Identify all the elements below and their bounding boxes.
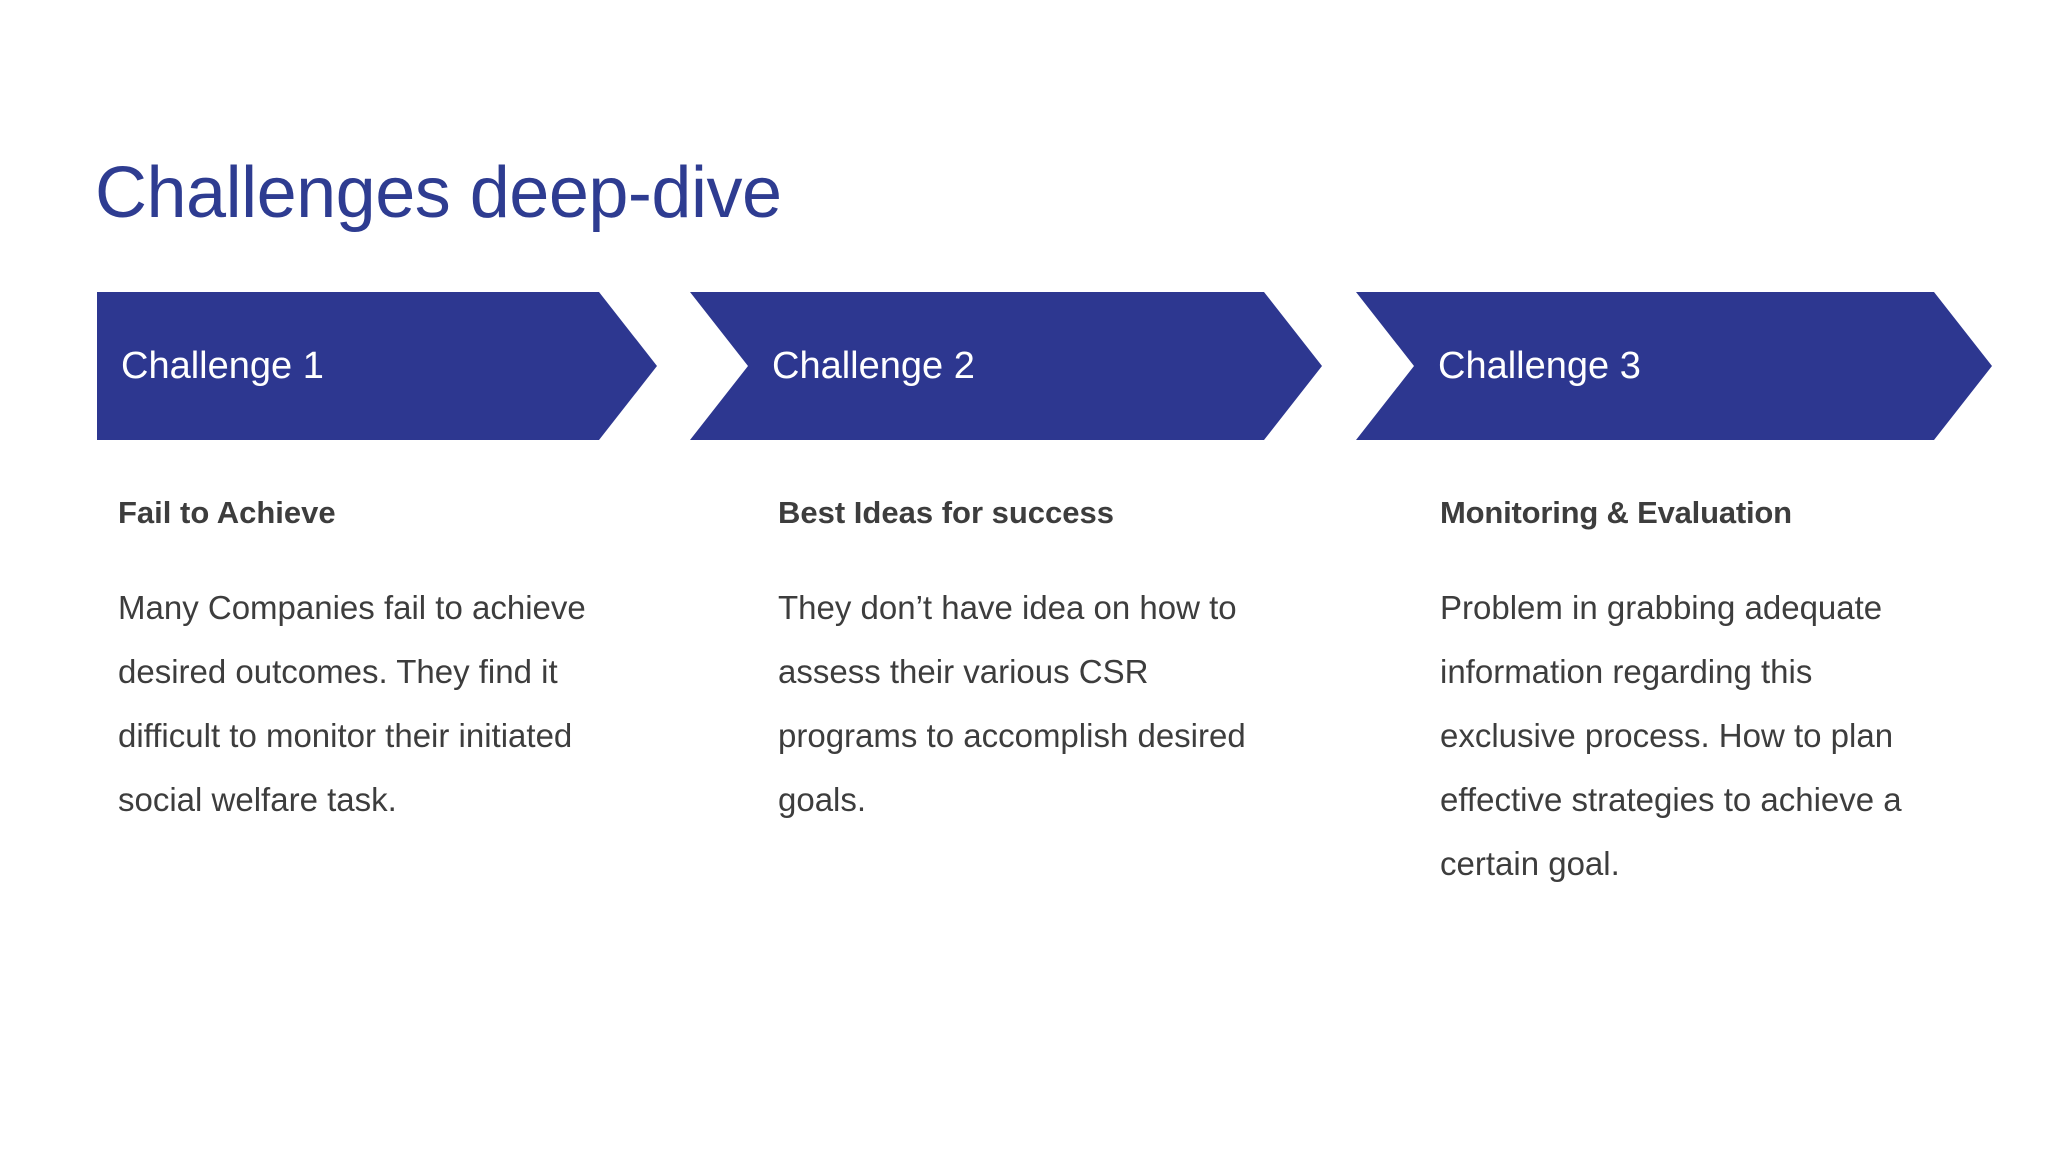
detail-column-2-heading: Best Ideas for success <box>778 495 1115 530</box>
page-title: Challenges deep-dive <box>95 153 782 234</box>
chevron-step-1[interactable]: Challenge 1 <box>97 292 657 440</box>
chevron-step-2[interactable]: Challenge 2 <box>690 292 1322 440</box>
detail-columns: Fail to Achieve Many Companies fail to a… <box>0 494 2048 994</box>
detail-column-3-heading: Monitoring & Evaluation <box>1440 495 1792 530</box>
detail-column-2: Best Ideas for success They don’t have i… <box>778 494 1288 832</box>
detail-column-1: Fail to Achieve Many Companies fail to a… <box>118 494 628 832</box>
chevron-step-3[interactable]: Challenge 3 <box>1356 292 1992 440</box>
chevron-step-3-label: Challenge 3 <box>1438 344 1641 387</box>
chevron-step-2-label: Challenge 2 <box>772 344 975 387</box>
detail-column-3: Monitoring & Evaluation Problem in grabb… <box>1440 494 1950 896</box>
detail-column-3-body: Problem in grabbing adequate information… <box>1440 589 1902 883</box>
detail-column-1-heading: Fail to Achieve <box>118 495 336 530</box>
chevron-step-1-label: Challenge 1 <box>121 344 324 387</box>
detail-column-2-body: They don’t have idea on how to assess th… <box>778 589 1246 819</box>
chevron-process-band: Challenge 1 Challenge 2 Challenge 3 <box>0 292 2048 442</box>
detail-column-1-body: Many Companies fail to achieve desired o… <box>118 589 586 819</box>
